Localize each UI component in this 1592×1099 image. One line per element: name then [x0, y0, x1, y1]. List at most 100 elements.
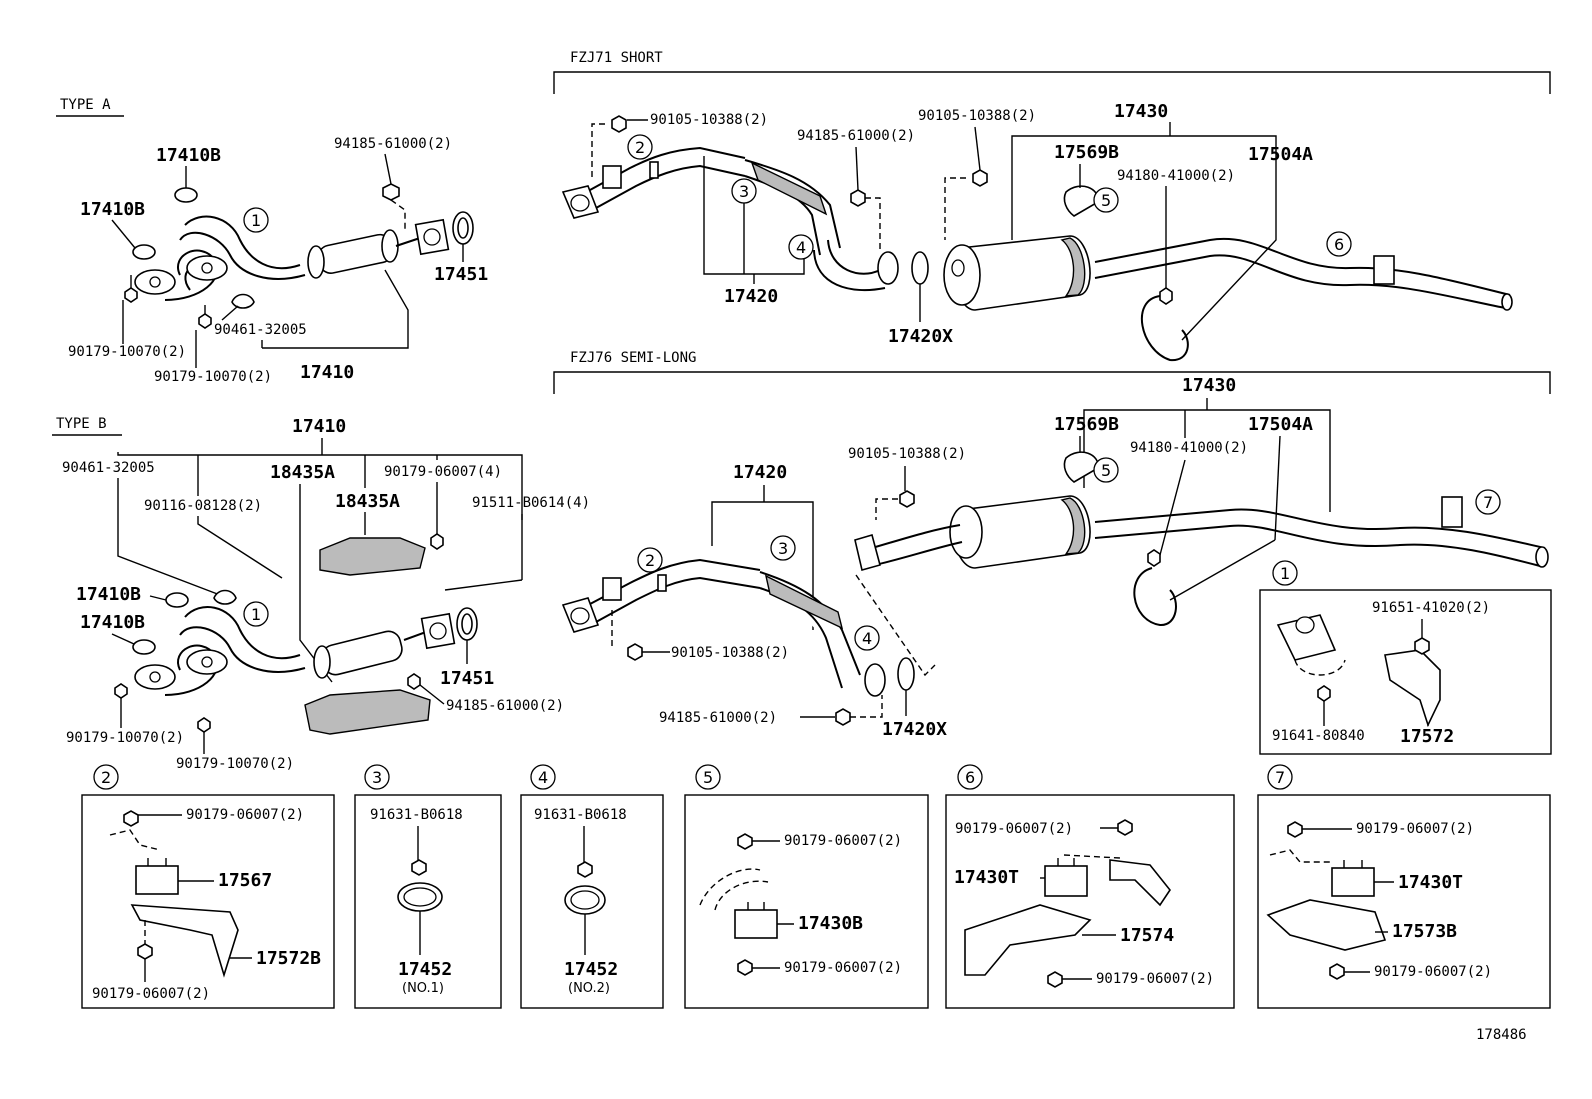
part-label-fzj76-p17430: 17430: [1182, 375, 1236, 396]
part-label-fzj76-p17420: 17420: [733, 462, 787, 483]
part-label-fzj76-p90105-a: 90105-10388(2): [848, 446, 966, 462]
figure-id: 178486: [1476, 1027, 1527, 1043]
part-label-fzj71-c3: 3: [739, 182, 749, 201]
part-label-type-b-p17410b-2: 17410B: [80, 612, 145, 633]
part-label-type-a-p17410: 17410: [300, 362, 354, 383]
clamp-90461: [231, 293, 255, 309]
part-label-fzj76-p17504a: 17504A: [1248, 414, 1313, 435]
pipe-end: [877, 251, 899, 285]
part-label-type-a-p94185: 94185-61000(2): [334, 136, 452, 152]
part-label-fzj76-c7: 7: [1483, 493, 1493, 512]
part-label-box1-p91641: 91641-80840: [1272, 728, 1365, 744]
part-label-box4-p1: 91631-B0618: [534, 807, 627, 823]
insulator-18435A-upper: [319, 537, 426, 576]
part-label-type-a-p90179-b: 90179-10070(2): [154, 369, 272, 385]
part-label-fzj71-p90105-a: 90105-10388(2): [650, 112, 768, 128]
part-label-type-b-p17410: 17410: [292, 416, 346, 437]
part-label-box7-p3: 17573B: [1392, 921, 1457, 942]
part-label-box1-c1: 1: [1280, 564, 1290, 583]
part-label-fzj71-p17569b: 17569B: [1054, 142, 1119, 163]
gasket-17420X-b: [897, 657, 915, 691]
detail-box-4: 4 91631-B0618 17452 (NO.2): [520, 764, 664, 1009]
part-label-fzj76-p17420x: 17420X: [882, 719, 947, 740]
part-label-box5-p3: 90179-06007(2): [784, 960, 902, 976]
part-label-box7-p4: 90179-06007(2): [1374, 964, 1492, 980]
part-label-box2-p1: 90179-06007(2): [186, 807, 304, 823]
part-label-box4-note: (NO.2): [568, 981, 610, 996]
part-label-sections-type-a: TYPE A: [60, 97, 111, 113]
part-label-box2-p4: 90179-06007(2): [92, 986, 210, 1002]
part-label-box6-c: 6: [965, 768, 975, 787]
nut-90179-06007-b: [430, 533, 444, 550]
part-label-type-b-p90179-06007: 90179-06007(4): [384, 464, 502, 480]
bolt-90105-a: [611, 115, 627, 133]
part-label-box6-p1: 90179-06007(2): [955, 821, 1073, 837]
mount-17430T-b: [1331, 867, 1375, 897]
part-label-box4-p2: 17452: [564, 959, 618, 980]
mount-17567: [135, 865, 179, 895]
hanger-front: [602, 165, 622, 189]
part-label-type-a-c1: 1: [251, 211, 261, 230]
bolt-90105-b: [972, 169, 988, 187]
part-label-box6-p2: 17430T: [954, 867, 1019, 888]
heat-shield-2: [764, 574, 844, 630]
bracket-17572: [1384, 649, 1441, 728]
detail-box-5: 5 90179-06007(2) 17430B 90179-06007(2): [684, 764, 929, 1009]
part-label-type-b-p17451: 17451: [440, 668, 494, 689]
nut-94185-fzj71: [850, 189, 866, 207]
part-label-type-b-p17410b-1: 17410B: [76, 584, 141, 605]
part-label-box7-p1: 90179-06007(2): [1356, 821, 1474, 837]
gasket-17420X: [911, 251, 929, 285]
part-label-fzj71-p17504a: 17504A: [1248, 144, 1313, 165]
gasket-17410B-left: [132, 244, 156, 260]
part-label-type-b-p90461: 90461-32005: [62, 460, 155, 476]
part-label-type-b-p18435a-1: 18435A: [270, 462, 335, 483]
part-label-type-b-p90179-a: 90179-10070(2): [66, 730, 184, 746]
insulator-18435A-lower: [304, 689, 431, 735]
section-type-b-header: TYPE B: [52, 416, 122, 436]
heat-shield-1: [750, 161, 828, 216]
part-label-type-a-p17410b-2: 17410B: [80, 199, 145, 220]
part-label-fzj71-p94185: 94185-61000(2): [797, 128, 915, 144]
part-label-box5-p1: 90179-06007(2): [784, 833, 902, 849]
part-label-fzj76-p94185: 94185-61000(2): [659, 710, 777, 726]
part-label-box1-p91651: 91651-41020(2): [1372, 600, 1490, 616]
mount-17430T-a: [1044, 865, 1088, 897]
part-label-sections-type-b: TYPE B: [56, 416, 107, 432]
part-label-box2-p3: 17572B: [256, 948, 321, 969]
fzj71-group: 2 3 4 5 6 90105-10388(2) 94185-61000(2) …: [561, 101, 1513, 362]
part-label-fzj71-c4: 4: [796, 238, 806, 257]
part-label-fzj71-p94180: 94180-41000(2): [1117, 168, 1235, 184]
bolt-90179-a: [124, 275, 138, 303]
part-label-fzj71-c5: 5: [1101, 191, 1111, 210]
part-label-type-b-c1: 1: [251, 605, 261, 624]
part-label-type-a-p17410b-1: 17410B: [156, 145, 221, 166]
part-label-box4-c: 4: [538, 768, 548, 787]
callout-1-type-a: [243, 207, 269, 233]
part-label-fzj71-p17430: 17430: [1114, 101, 1168, 122]
part-label-box6-p3: 17574: [1120, 925, 1174, 946]
part-label-box1-p17572: 17572: [1400, 726, 1454, 747]
bracket-17574: [964, 904, 1092, 976]
part-label-fzj76-c3: 3: [778, 539, 788, 558]
part-label-fzj71-c6: 6: [1334, 235, 1344, 254]
detail-box-1: 1 91651-41020(2) 91641-80840 17572: [1259, 560, 1552, 755]
detail-box-7: 7 90179-06007(2) 17430T 17573B 90179-060…: [1257, 764, 1551, 1009]
part-label-box7-c: 7: [1275, 768, 1285, 787]
part-label-type-a-p17451: 17451: [434, 264, 488, 285]
part-label-fzj76-p94180: 94180-41000(2): [1130, 440, 1248, 456]
part-label-type-a-p90461: 90461-32005: [214, 322, 307, 338]
bolt-90179-b: [198, 305, 212, 329]
part-label-fzj76-p90105-b: 90105-10388(2): [671, 645, 789, 661]
type-a-group: 1 17410B 17410B 94185-61000(2) 17451 904…: [68, 136, 488, 385]
part-label-type-b-p90116: 90116-08128(2): [144, 498, 262, 514]
part-label-fzj71-c2: 2: [635, 138, 645, 157]
part-label-box6-p4: 90179-06007(2): [1096, 971, 1214, 987]
part-label-box2-c: 2: [101, 768, 111, 787]
section-fzj71-header: FZJ71 SHORT: [553, 50, 1551, 94]
part-label-sections-fzj76: FZJ76 SEMI-LONG: [570, 350, 696, 366]
part-label-fzj76-c4: 4: [862, 629, 872, 648]
bracket-17572B: [130, 904, 239, 978]
part-label-type-b-p90179-b: 90179-10070(2): [176, 756, 294, 772]
